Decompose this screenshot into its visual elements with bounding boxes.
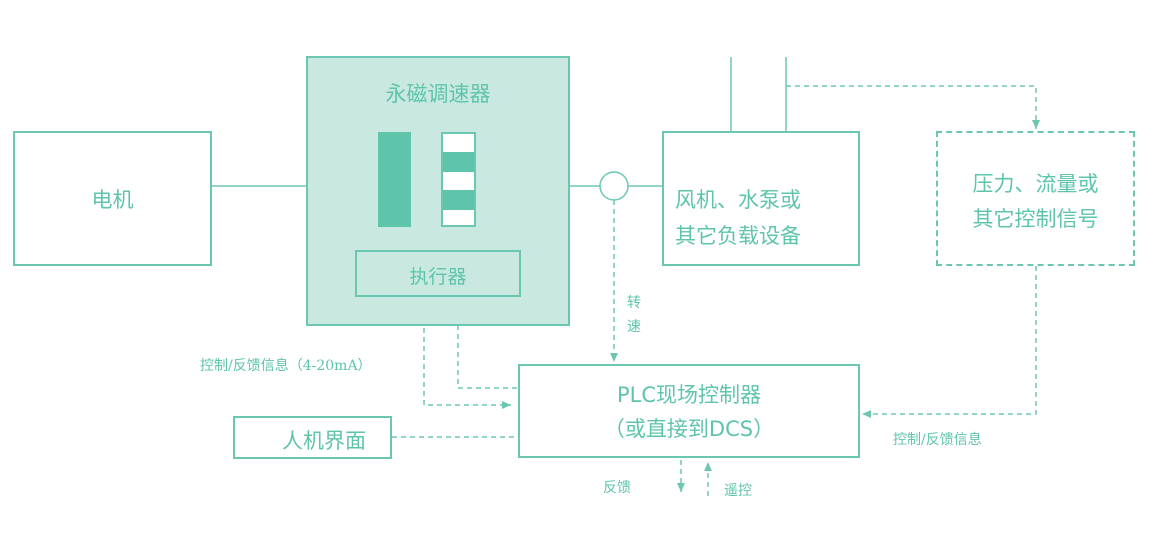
- signals-to-plc-line: [862, 266, 1037, 418]
- actuator-to-plc-line: [423, 310, 511, 409]
- plc-label-line2: （或直接到DCS）: [603, 417, 775, 441]
- actuator-box: [355, 250, 521, 297]
- rotor-block-left: [378, 132, 411, 227]
- load-label-line1: 风机、水泵或: [675, 188, 801, 212]
- plc-box: [518, 364, 860, 458]
- control-feedback-ma-label: 控制/反馈信息（4-20mA）: [200, 358, 372, 374]
- motor-label: 电机: [91, 188, 134, 212]
- rotor-stripe: [443, 152, 474, 172]
- speed-label-1: 转: [627, 295, 641, 311]
- load-label-line2: 其它负载设备: [675, 224, 801, 248]
- signals-label-line2: 其它控制信号: [972, 207, 1099, 231]
- hmi-label: 人机界面: [282, 429, 366, 453]
- signals-box: [936, 131, 1135, 266]
- coupler-title: 永磁调速器: [385, 82, 491, 106]
- motor-box: [13, 131, 212, 266]
- rotor-stripe: [443, 190, 474, 210]
- process-signal-line: [786, 85, 1040, 129]
- signals-label-line1: 压力、流量或: [972, 172, 1099, 196]
- actuator-label: 执行器: [409, 266, 467, 288]
- speed-label-2: 速: [627, 319, 641, 335]
- remote-label: 遥控: [724, 483, 752, 499]
- plc-to-actuator-line: [454, 310, 517, 389]
- hmi-box: [233, 416, 392, 459]
- control-feedback-label: 控制/反馈信息: [893, 432, 982, 448]
- rotor-block-right: [441, 132, 476, 227]
- feedback-label: 反馈: [603, 480, 631, 496]
- speed-sensor: [599, 171, 629, 201]
- plc-label-line1: PLC现场控制器: [616, 383, 762, 407]
- load-box: [662, 131, 860, 266]
